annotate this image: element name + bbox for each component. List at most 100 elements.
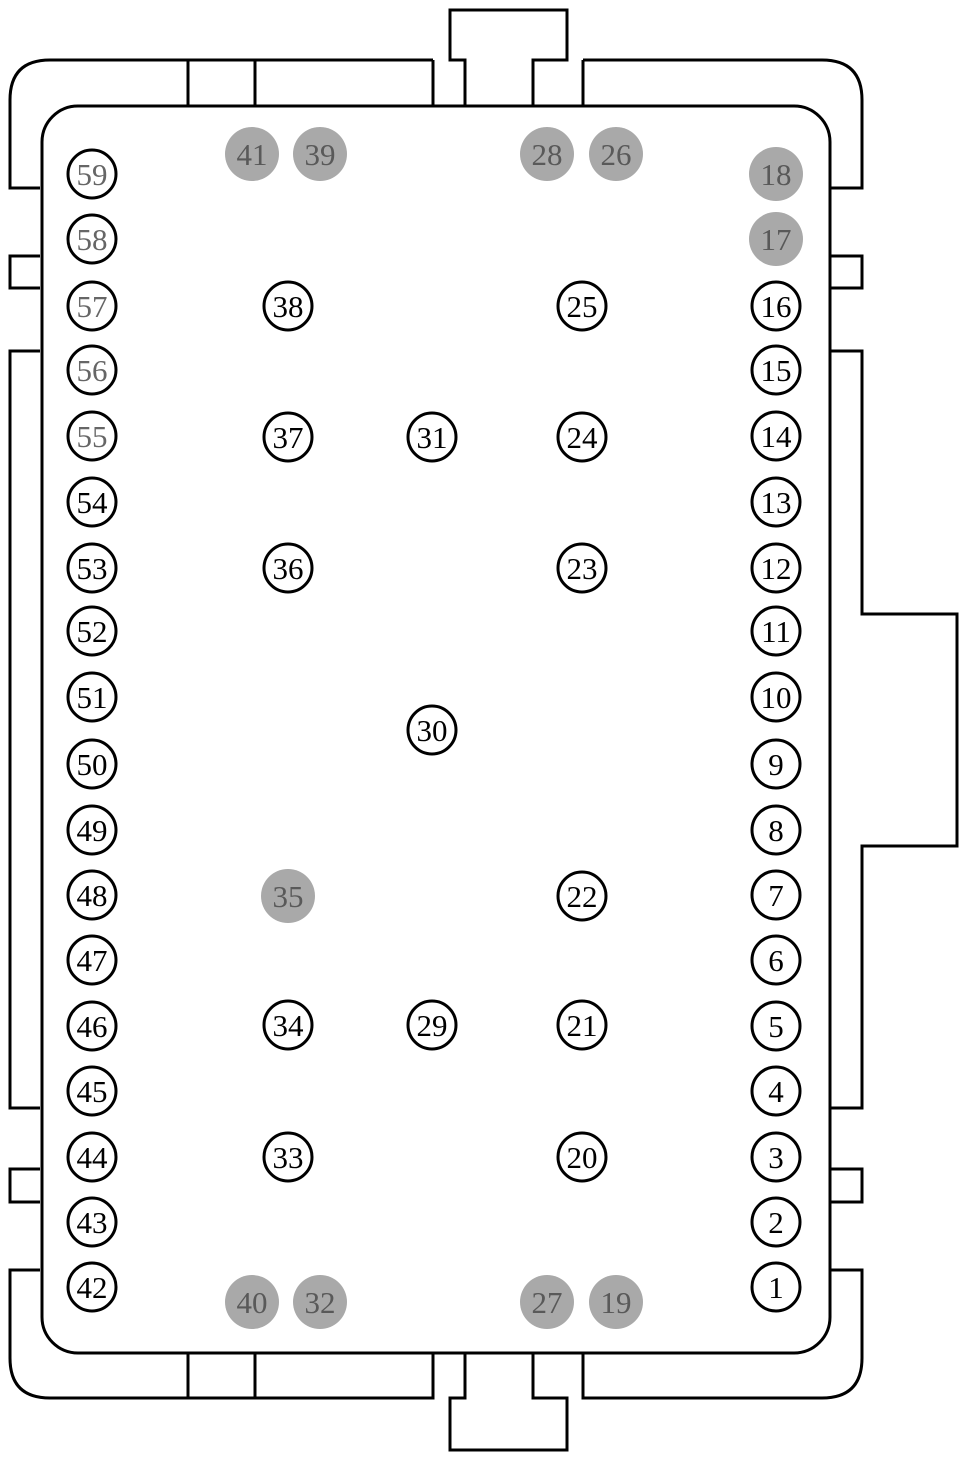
pin-52: 52 — [66, 605, 118, 657]
pin-number: 28 — [532, 137, 563, 172]
pin-circle — [520, 127, 574, 181]
pin-number: 49 — [77, 813, 108, 848]
pin-circle — [262, 1131, 314, 1183]
pin-number: 35 — [273, 879, 304, 914]
pin-33: 33 — [262, 1131, 314, 1183]
pin-9: 9 — [750, 738, 802, 790]
pin-50: 50 — [66, 738, 118, 790]
pin-circle — [750, 605, 802, 657]
pin-number: 58 — [77, 222, 108, 257]
pin-circle — [262, 411, 314, 463]
pin-circle — [225, 127, 279, 181]
pin-number: 29 — [417, 1008, 448, 1043]
pin-number: 33 — [273, 1140, 304, 1175]
pin-25: 25 — [556, 280, 608, 332]
pin-circle — [66, 1000, 118, 1052]
housing-top-ribs — [186, 60, 257, 106]
pin-number: 3 — [768, 1140, 784, 1175]
pin-circle — [750, 869, 802, 921]
pin-number: 16 — [761, 289, 792, 324]
pin-circle — [749, 212, 803, 266]
pin-36: 36 — [262, 542, 314, 594]
pin-number: 50 — [77, 747, 108, 782]
pin-circle — [750, 1261, 802, 1313]
pin-17: 17 — [749, 212, 803, 266]
pin-circle — [589, 1275, 643, 1329]
pin-1: 1 — [750, 1261, 802, 1313]
pin-number: 20 — [567, 1140, 598, 1175]
pin-circle — [750, 671, 802, 723]
pin-21: 21 — [556, 999, 608, 1051]
pin-47: 47 — [66, 934, 118, 986]
pin-number: 13 — [761, 485, 792, 520]
pin-number: 32 — [305, 1285, 336, 1320]
pin-7: 7 — [750, 869, 802, 921]
pin-55: 55 — [66, 410, 118, 462]
housing-outer-outline — [8, 58, 959, 1400]
pin-number: 24 — [567, 420, 599, 455]
pin-number: 5 — [768, 1009, 784, 1044]
pin-number: 38 — [273, 289, 304, 324]
pin-35: 35 — [261, 869, 315, 923]
pin-circle — [750, 1131, 802, 1183]
pin-number: 46 — [77, 1009, 108, 1044]
pin-number: 17 — [761, 222, 792, 257]
housing-bottom-latch — [448, 1353, 569, 1452]
pin-number: 12 — [761, 551, 792, 586]
pin-circle — [261, 869, 315, 923]
pin-number: 19 — [601, 1285, 632, 1320]
pin-number: 14 — [761, 419, 793, 454]
pin-32: 32 — [293, 1275, 347, 1329]
pin-54: 54 — [66, 476, 118, 528]
pin-2: 2 — [750, 1196, 802, 1248]
pin-circle — [406, 411, 458, 463]
pin-circle — [750, 1065, 802, 1117]
pin-number: 52 — [77, 614, 108, 649]
pin-circle — [406, 704, 458, 756]
pin-number: 54 — [77, 485, 109, 520]
pin-number: 57 — [77, 289, 108, 324]
pin-number: 55 — [77, 419, 108, 454]
pin-circle — [556, 1131, 608, 1183]
pin-circle — [750, 1196, 802, 1248]
pin-number: 11 — [761, 614, 791, 649]
pin-circle — [750, 1000, 802, 1052]
pin-56: 56 — [66, 344, 118, 396]
pin-5: 5 — [750, 1000, 802, 1052]
pin-48: 48 — [66, 869, 118, 921]
pin-number: 40 — [237, 1285, 268, 1320]
pins-layer: 1234567891011121314151617181920212223242… — [66, 127, 803, 1329]
pin-23: 23 — [556, 542, 608, 594]
pin-31: 31 — [406, 411, 458, 463]
pin-circle — [66, 344, 118, 396]
pin-57: 57 — [66, 280, 118, 332]
pin-number: 26 — [601, 137, 632, 172]
pin-number: 23 — [567, 551, 598, 586]
pin-number: 22 — [567, 879, 598, 914]
connector-housing — [8, 8, 959, 1452]
pin-circle — [750, 476, 802, 528]
pin-number: 34 — [273, 1008, 305, 1043]
pin-circle — [293, 127, 347, 181]
pin-16: 16 — [750, 280, 802, 332]
housing-bottom-ribs — [186, 1353, 257, 1398]
pin-circle — [750, 738, 802, 790]
pin-circle — [406, 999, 458, 1051]
pin-circle — [750, 934, 802, 986]
pin-12: 12 — [750, 542, 802, 594]
pin-number: 25 — [567, 289, 598, 324]
pin-circle — [262, 542, 314, 594]
pin-43: 43 — [66, 1196, 118, 1248]
pin-number: 31 — [417, 420, 448, 455]
pin-30: 30 — [406, 704, 458, 756]
pin-circle — [589, 127, 643, 181]
pin-41: 41 — [225, 127, 279, 181]
pin-49: 49 — [66, 804, 118, 856]
pin-circle — [520, 1275, 574, 1329]
pin-46: 46 — [66, 1000, 118, 1052]
pin-circle — [66, 476, 118, 528]
pin-circle — [66, 280, 118, 332]
pin-number: 21 — [567, 1008, 598, 1043]
pin-38: 38 — [262, 280, 314, 332]
